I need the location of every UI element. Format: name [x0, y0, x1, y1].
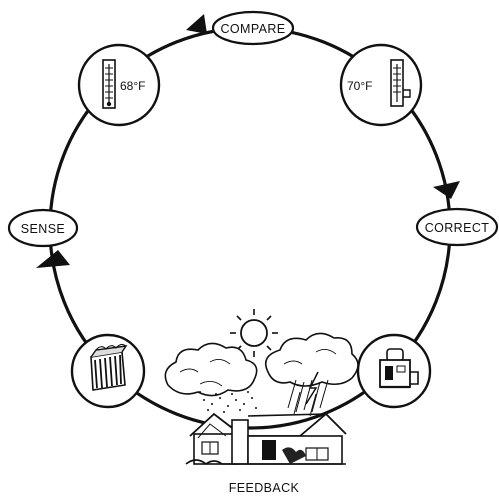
sense-label: SENSE: [21, 222, 65, 236]
sun-icon: [230, 309, 278, 357]
thermometer-node-68: 68°F: [77, 43, 161, 127]
thermometer-icon: [102, 59, 116, 109]
arrow-left: [36, 250, 70, 268]
thermostat-node-70: 70°F: [339, 43, 423, 127]
compare-node: COMPARE: [211, 10, 295, 46]
radiator-node: [70, 333, 146, 409]
rain-icon: [287, 371, 329, 417]
snow-dots: [199, 391, 257, 413]
radiator-icon: [90, 343, 128, 391]
right-temp-reading: 70°F: [347, 79, 372, 93]
left-temp-reading: 68°F: [120, 79, 145, 93]
heater-node: [356, 333, 432, 409]
rain-cloud-icon: [264, 332, 359, 387]
sense-node: SENSE: [7, 208, 79, 248]
cloud-icon: [164, 342, 258, 397]
weather-scene: [164, 309, 359, 417]
arrow-top: [186, 14, 207, 34]
arrow-right: [433, 181, 460, 199]
feedback-label: FEEDBACK: [229, 481, 300, 495]
house-icon: [185, 412, 347, 466]
correct-label: CORRECT: [425, 221, 490, 235]
compare-label: COMPARE: [220, 22, 285, 36]
thermostat-icon: [390, 59, 411, 107]
correct-node: CORRECT: [415, 207, 499, 247]
heater-icon: [379, 348, 419, 389]
